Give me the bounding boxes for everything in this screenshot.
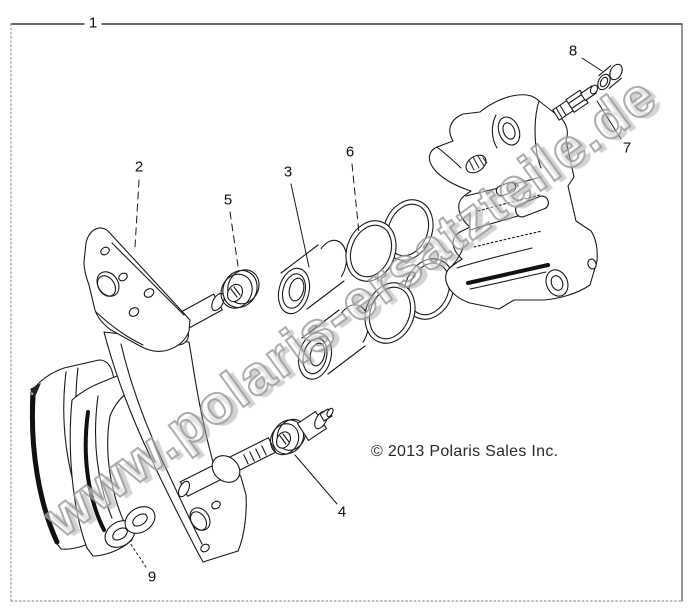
callout-5-pin-boot: 5	[223, 191, 233, 209]
part-pin-boot	[220, 269, 260, 309]
leader-lines	[129, 57, 622, 568]
part-caliper-pistons	[277, 239, 370, 380]
part-o-rings	[345, 199, 455, 344]
part-caliper-body	[428, 94, 598, 310]
part-brake-pads	[29, 359, 156, 557]
copyright-notice: © 2013 Polaris Sales Inc.	[371, 443, 559, 460]
callout-4-bolt-boot: 4	[337, 503, 347, 521]
frame-border	[10, 23, 683, 602]
callout-9-brake-pads: 9	[147, 568, 157, 586]
callout-8-bleeder-cap: 8	[568, 42, 578, 60]
part-bleeder-cap	[597, 63, 623, 91]
callout-3-piston: 3	[283, 163, 293, 181]
part-mounting-bracket	[83, 227, 247, 563]
callout-7-bleeder-screw: 7	[622, 139, 632, 157]
part-bleeder-screw	[552, 84, 599, 121]
part-pad-bolt	[177, 407, 334, 498]
callout-6-seal-ring: 6	[345, 143, 355, 161]
callout-1-assembly: 1	[88, 14, 98, 32]
callout-2-bracket: 2	[134, 158, 144, 176]
